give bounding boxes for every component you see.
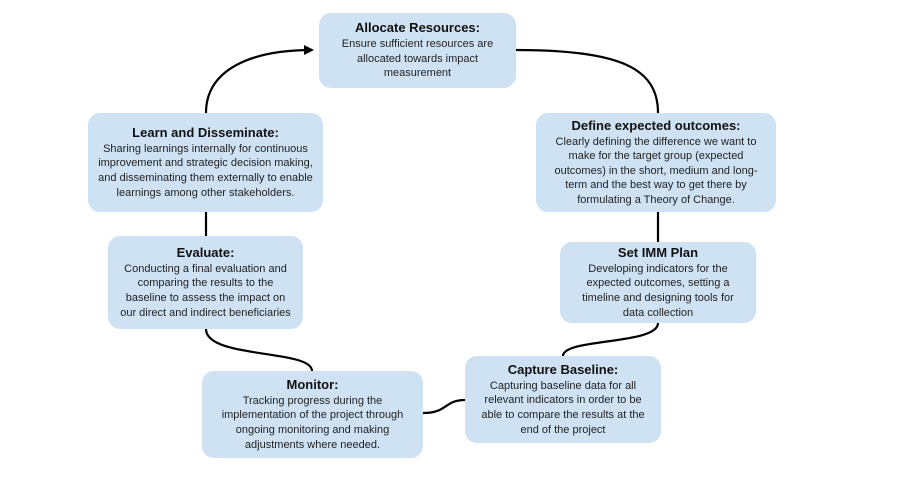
- node-title: Allocate Resources:: [355, 20, 480, 36]
- node-title: Monitor:: [286, 376, 339, 392]
- node-body: Sharing learnings internally for continu…: [98, 142, 313, 199]
- node-body: Tracking progress during the implementat…: [221, 394, 404, 451]
- node-body: Conducting a final evaluation and compar…: [120, 262, 291, 319]
- connector-allocate-to-define: [515, 48, 660, 114]
- node-body: Capturing baseline data for all relevant…: [481, 379, 645, 436]
- connector-imm-to-baseline: [561, 322, 660, 357]
- node-title: Learn and Disseminate:: [132, 124, 279, 140]
- connector-monitor-to-evaluate: [204, 328, 314, 372]
- node-monitor: Monitor: Tracking progress during the im…: [202, 371, 423, 458]
- connector-learn-to-allocate-arrow: [204, 45, 314, 114]
- node-body: Clearly defining the difference we want …: [554, 135, 758, 206]
- node-evaluate: Evaluate: Conducting a final evaluation …: [108, 236, 303, 329]
- node-learn-and-disseminate: Learn and Disseminate: Sharing learnings…: [88, 113, 323, 212]
- node-define-expected-outcomes: Define expected outcomes: Clearly defini…: [536, 113, 776, 212]
- node-body: Developing indicators for the expected o…: [582, 262, 734, 319]
- node-title: Capture Baseline:: [507, 361, 619, 377]
- node-body: Ensure sufficient resources are allocate…: [341, 38, 494, 80]
- node-title: Define expected outcomes:: [571, 117, 741, 133]
- node-allocate-resources: Allocate Resources: Ensure sufficient re…: [319, 13, 516, 88]
- node-set-imm-plan: Set IMM Plan Developing indicators for t…: [560, 242, 756, 323]
- node-capture-baseline: Capture Baseline: Capturing baseline dat…: [465, 356, 661, 443]
- node-title: Set IMM Plan: [617, 244, 699, 260]
- connector-baseline-to-monitor: [422, 398, 466, 415]
- node-title: Evaluate:: [176, 244, 235, 260]
